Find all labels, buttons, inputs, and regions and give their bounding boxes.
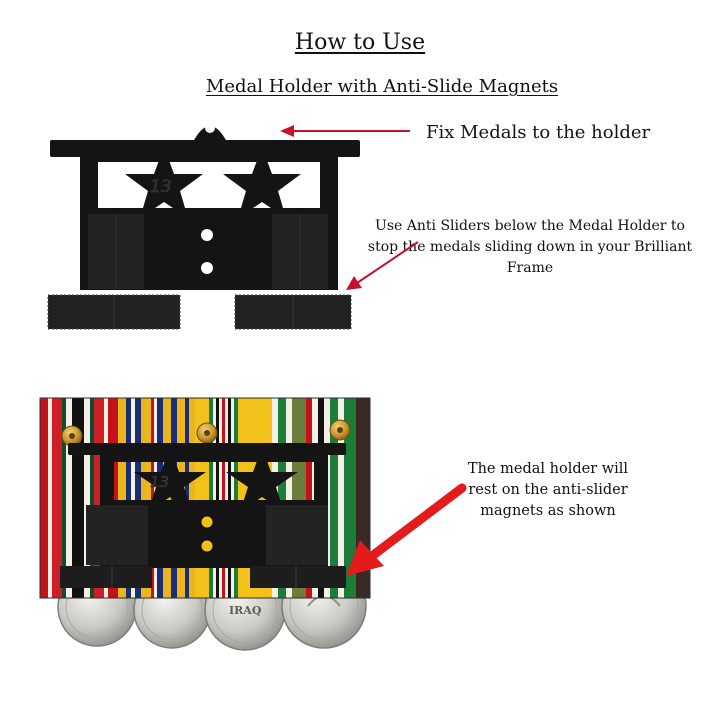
arrow-to-mounted-magnets — [346, 483, 467, 576]
hanger-loop-icon — [192, 123, 228, 144]
holder-mark: 13 — [150, 177, 172, 197]
page-title: How to Use — [294, 30, 426, 55]
arrow-to-magnets — [346, 241, 419, 290]
holder-mark: 13 — [150, 473, 169, 491]
coin-inscription: IRAQ — [229, 604, 262, 617]
section-subtitle: Medal Holder with Anti-Slide Magnets — [205, 76, 559, 97]
magnet-strip-icon — [234, 294, 352, 330]
medal-holder-mounted: 13 — [68, 443, 346, 568]
magnet-strip-icon — [47, 294, 181, 330]
star-icon — [134, 447, 206, 512]
pin-back-icon — [196, 422, 218, 444]
star-icon — [125, 147, 203, 218]
step-fix-medals: Fix Medals to the holder — [426, 122, 651, 143]
magnet-strip-icon — [60, 566, 346, 588]
assembled-medals-photo: IRAQ 13 — [39, 397, 371, 651]
star-icon — [226, 447, 298, 512]
step-rest-on-magnets: The medal holder will rest on the anti-s… — [467, 461, 629, 519]
pin-back-icon — [329, 419, 351, 441]
medal-holder: 13 — [50, 123, 360, 290]
step-use-anti-sliders: Use Anti Sliders below the Medal Holder … — [367, 218, 693, 276]
arrow-to-holder — [280, 125, 410, 137]
star-icon — [223, 147, 301, 218]
